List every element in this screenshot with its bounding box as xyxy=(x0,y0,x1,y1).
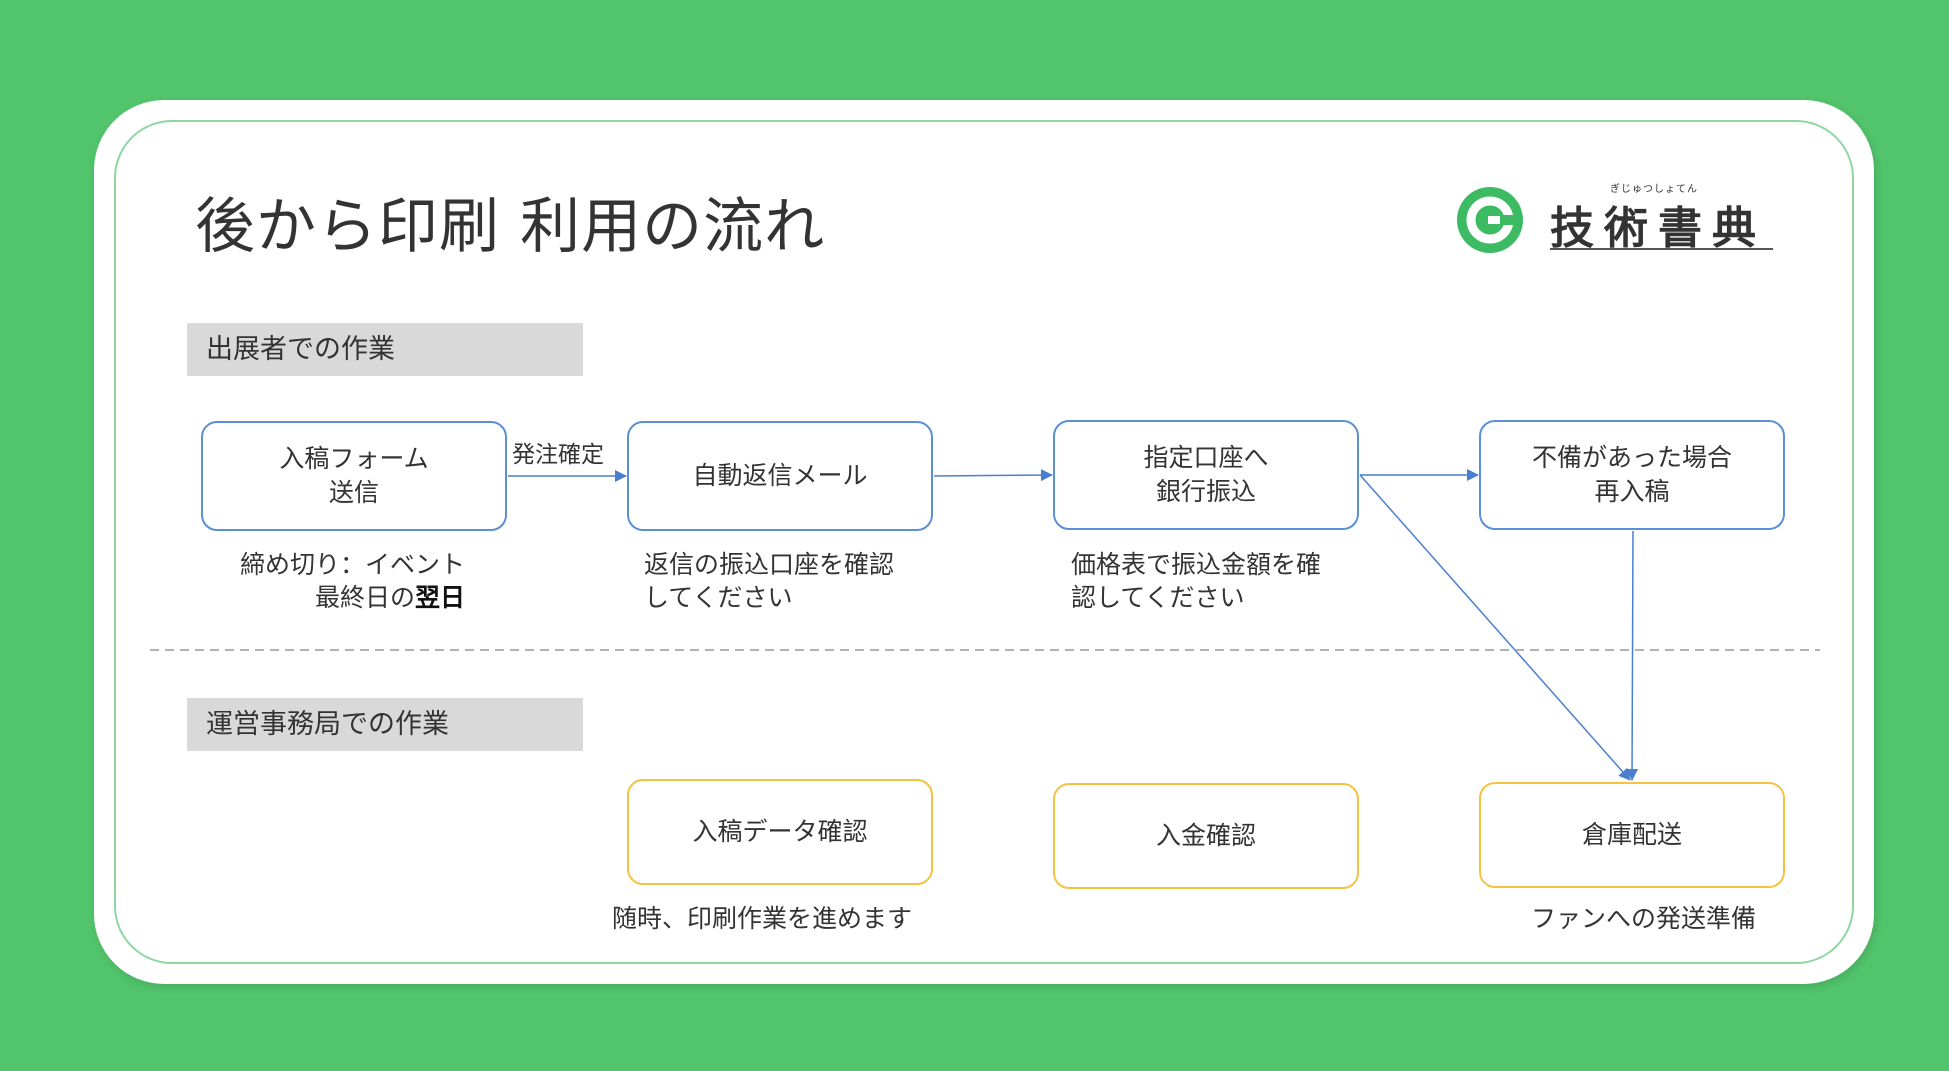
step-label: 入金確認 xyxy=(1155,821,1256,850)
note-deadline: 締め切り：イベント 最終日の翌日 xyxy=(240,548,465,614)
arrow-transfer-to-warehouse xyxy=(1359,474,1631,781)
logo-mark-icon xyxy=(1457,187,1523,253)
step-auto-reply-mail: 自動返信メール xyxy=(627,421,933,531)
step-resubmit: 不備があった場合 再入稿 xyxy=(1479,420,1785,530)
step-label: 不備があった場合 xyxy=(1531,443,1732,472)
step-label: 再入稿 xyxy=(1594,477,1670,506)
note-check-amount: 価格表で振込金額を確 認してください xyxy=(1071,548,1321,614)
step-label: 入稿データ確認 xyxy=(692,817,868,846)
note-line: 返信の振込口座を確認 xyxy=(644,550,895,579)
content-card-border xyxy=(114,120,1854,964)
step-label: 送信 xyxy=(328,478,379,507)
note-emphasis: 翌日 xyxy=(415,583,466,612)
note-line: 認してください xyxy=(1071,583,1245,612)
note-line: 最終日の翌日 xyxy=(240,581,465,614)
page-title: 後から印刷 利用の流れ xyxy=(195,192,826,262)
arrow-reply-to-transfer xyxy=(933,469,1053,482)
arrow-label-order-confirm: 発注確定 xyxy=(512,442,604,468)
step-label: 自動返信メール xyxy=(692,461,868,490)
note-check-account: 返信の振込口座を確認 してください xyxy=(644,548,894,614)
step-label: 入稿フォーム xyxy=(279,444,429,473)
step-label: 銀行振込 xyxy=(1155,477,1256,506)
note-line: 締め切り：イベント xyxy=(240,550,466,579)
step-label: 指定口座へ xyxy=(1143,443,1269,472)
step-check-submission-data: 入稿データ確認 xyxy=(627,779,933,885)
step-bank-transfer: 指定口座へ 銀行振込 xyxy=(1053,420,1359,530)
note-printing: 随時、印刷作業を進めます xyxy=(612,904,913,933)
section-label-exhibitor: 出展者での作業 xyxy=(187,323,583,376)
logo-ruby: ぎじゅつしょてん xyxy=(1610,184,1698,195)
step-label: 倉庫配送 xyxy=(1581,820,1682,849)
logo-underline xyxy=(1550,248,1773,250)
step-warehouse-shipping: 倉庫配送 xyxy=(1479,782,1785,888)
note-line: 価格表で振込金額を確 xyxy=(1071,550,1322,579)
arrow-resubmit-to-warehouse xyxy=(1626,530,1639,781)
step-submit-form: 入稿フォーム 送信 xyxy=(201,421,507,531)
step-payment-confirm: 入金確認 xyxy=(1053,783,1359,889)
note-text: 最終日の xyxy=(314,583,415,612)
note-fan-shipping: ファンへの発送準備 xyxy=(1531,904,1757,933)
logo: ぎじゅつしょてん 技術書典 xyxy=(1456,184,1776,266)
note-line: してください xyxy=(644,583,793,612)
section-label-office: 運営事務局での作業 xyxy=(187,698,583,751)
logo-name: 技術書典 xyxy=(1550,203,1766,254)
